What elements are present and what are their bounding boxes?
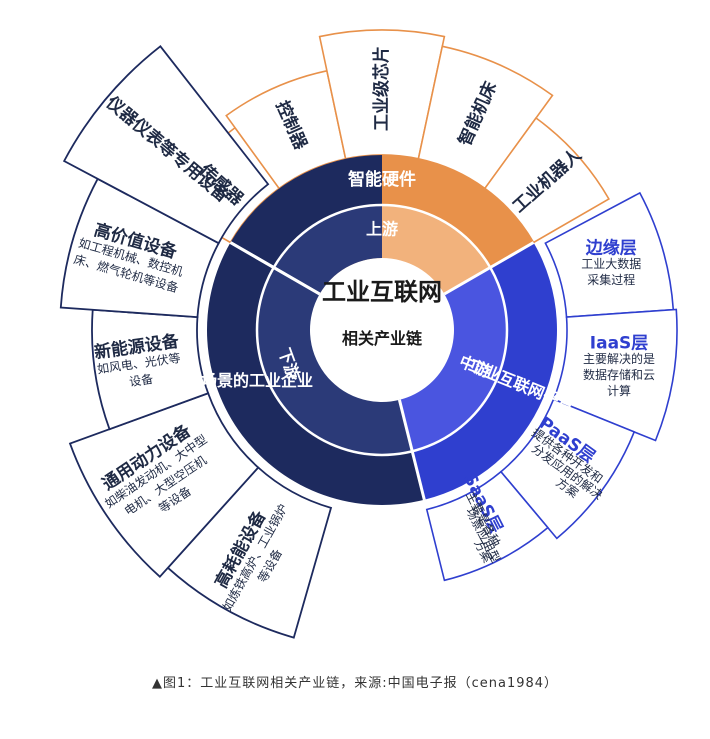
ring-application-2 — [230, 155, 382, 268]
figure-caption: ▲图1：工业互联网相关产业链，来源:中国电子报（cena1984） — [151, 676, 559, 691]
midstream-card — [425, 470, 549, 582]
center-subtitle: 相关产业链 — [342, 329, 423, 348]
midstream-card-desc: 计算 — [607, 383, 631, 398]
ring-downstream — [257, 267, 413, 455]
ring-divider — [397, 399, 426, 501]
ring-midstream — [399, 267, 507, 452]
ring-divider — [229, 241, 321, 296]
ring-application — [206, 242, 425, 505]
downstream-card — [68, 392, 260, 578]
ring-label-upstream: 上游 — [366, 220, 398, 239]
midstream-card-title: 边缘层 — [585, 237, 637, 258]
midstream-card-title: IaaS层 — [590, 334, 649, 354]
rings — [206, 155, 557, 505]
midstream-card-desc: 数据存储和云 — [583, 367, 655, 382]
midstream-card-desc: 采集过程 — [587, 272, 635, 287]
ring-platform — [412, 242, 557, 500]
center-title: 工业互联网 — [322, 278, 442, 306]
ring-label-application: 应用场景的工业企业 — [169, 371, 313, 390]
midstream-card — [499, 398, 636, 540]
ring-label-hardware: 智能硬件 — [348, 169, 416, 190]
midstream-card-desc: 主要解决的是 — [583, 351, 655, 366]
downstream-card — [62, 45, 270, 245]
outer-cards — [59, 29, 678, 639]
midstream-card — [552, 308, 678, 442]
midstream-card-desc: 工业大数据 — [581, 256, 641, 271]
downstream-card-desc: 设备 — [128, 372, 154, 389]
ring-downstream-2 — [273, 205, 382, 294]
upstream-card-title: 工业级芯片 — [371, 46, 392, 131]
ring-gap — [255, 203, 509, 457]
center-disc — [312, 260, 452, 400]
ring-divider — [443, 241, 535, 296]
